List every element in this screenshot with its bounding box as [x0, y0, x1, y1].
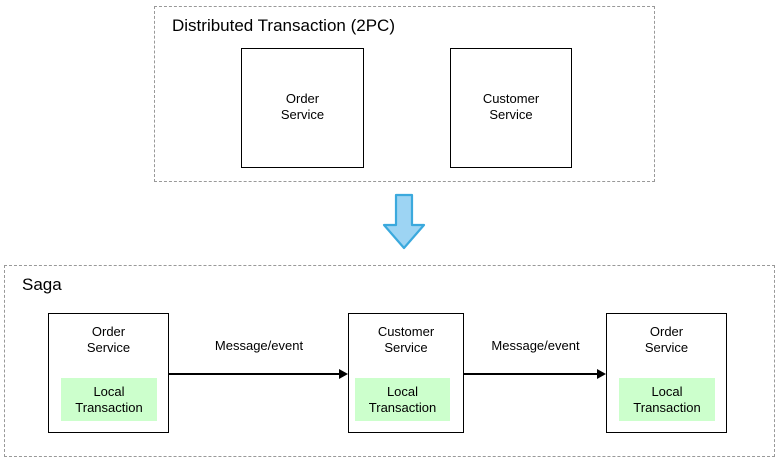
group-saga — [4, 265, 775, 457]
local-transaction-badge-3: Local Transaction — [619, 378, 715, 421]
top-service-box-customer[interactable] — [450, 48, 572, 168]
group-saga-title: Saga — [22, 275, 62, 294]
connector-label-1: Message/event — [214, 338, 304, 353]
connector-line-2 — [464, 373, 598, 375]
saga-service-box-order-1-label: Order Service — [86, 324, 131, 355]
saga-service-box-customer-label: Customer Service — [377, 324, 435, 355]
top-service-box-customer-label: Customer Service — [482, 91, 540, 122]
connector-label-2: Message/event — [491, 338, 580, 353]
group-distributed-transaction — [154, 6, 655, 182]
local-transaction-badge-1: Local Transaction — [61, 378, 157, 421]
local-transaction-badge-2: Local Transaction — [355, 378, 450, 421]
connector-line-1 — [169, 373, 340, 375]
saga-service-box-order-2-label: Order Service — [644, 324, 689, 355]
connector-arrowhead-2 — [597, 369, 606, 379]
top-service-box-order-label: Order Service — [280, 91, 325, 122]
connector-arrowhead-1 — [339, 369, 348, 379]
downward-arrow — [381, 193, 427, 251]
top-service-box-order[interactable] — [241, 48, 364, 168]
group-distributed-transaction-title: Distributed Transaction (2PC) — [172, 16, 395, 35]
